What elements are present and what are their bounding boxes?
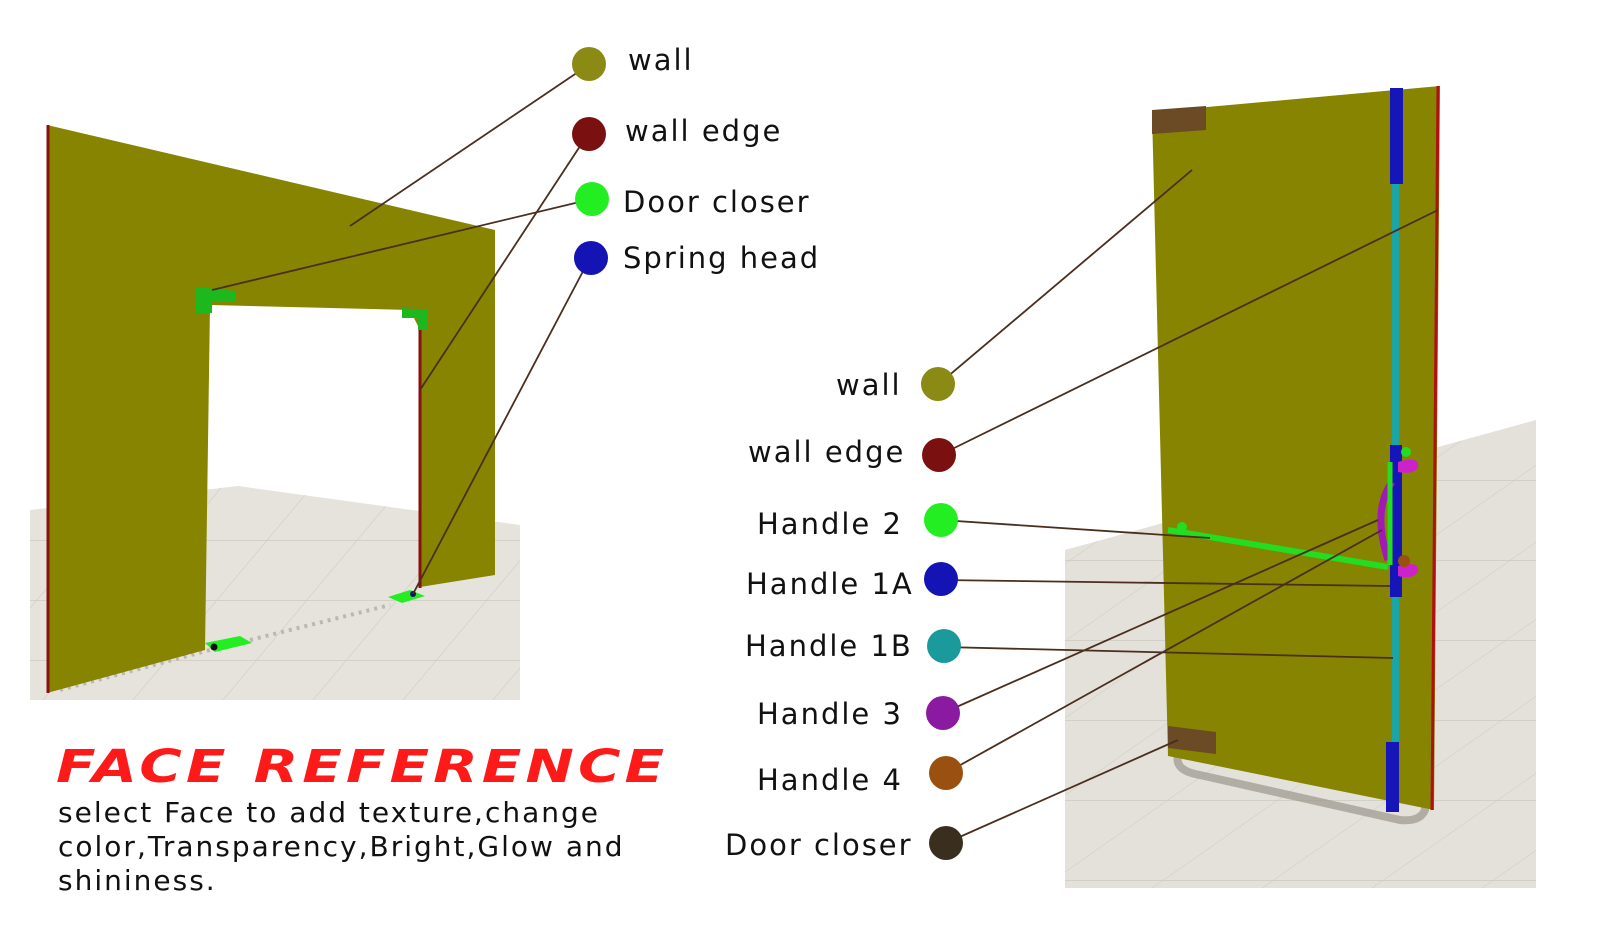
r-legend-label-handle-3: Handle 3 — [757, 697, 903, 731]
leader-r-handle-1a — [940, 579, 1391, 587]
right-leader-lines — [939, 169, 1439, 844]
handle-2-bar — [1167, 527, 1389, 570]
r-legend-dot-handle-1b — [927, 629, 961, 663]
r-legend-dot-handle-1a — [924, 562, 958, 596]
left-wall-face — [47, 125, 495, 693]
leader-r-handle-4 — [945, 529, 1383, 774]
r-legend-label-handle-1a: Handle 1A — [746, 567, 914, 601]
r-legend-dot-wall-edge — [922, 438, 956, 472]
leader-r-handle-3 — [942, 519, 1379, 714]
handle-2-end — [1177, 522, 1187, 532]
leader-r-wall-edge — [939, 209, 1439, 456]
leader-door-closer — [211, 198, 593, 291]
handle-3-grip-top — [1398, 459, 1419, 473]
r-legend-dot-wall — [921, 367, 955, 401]
right-door-edge — [1430, 85, 1440, 811]
door-closer-top-right — [402, 308, 428, 330]
floor-shadow — [59, 603, 391, 692]
r-legend-label-wall-edge: wall edge — [748, 435, 906, 469]
legend-label-spring-head: Spring head — [623, 241, 821, 275]
legend-dot-door-closer — [575, 182, 609, 216]
handle-4-knob — [1398, 555, 1410, 567]
right-door-face — [1152, 86, 1440, 810]
leader-r-wall — [939, 169, 1193, 384]
r-legend-dot-handle-4 — [929, 756, 963, 790]
spring-head-bottom — [1386, 742, 1399, 812]
face-reference-description: select Face to add texture,change color,… — [58, 796, 625, 897]
r-legend-label-door-closer: Door closer — [725, 828, 913, 862]
leader-r-handle-2 — [940, 519, 1211, 539]
door-floor-shadow — [1173, 748, 1429, 825]
legend-label-wall-edge: wall edge — [625, 114, 783, 148]
r-legend-label-handle-1b: Handle 1B — [745, 629, 913, 663]
door-closer-top — [1152, 106, 1206, 134]
right-door-model — [1065, 85, 1536, 888]
leader-wall-edge — [419, 133, 589, 391]
legend-dot-wall-edge — [572, 117, 606, 151]
handle-3-grip-bottom — [1398, 564, 1419, 578]
handle-2-top — [1401, 447, 1411, 457]
leader-wall — [349, 63, 591, 227]
legend-dot-spring-head — [574, 241, 608, 275]
r-legend-label-wall: wall — [836, 368, 902, 402]
leader-r-door-closer — [945, 739, 1179, 844]
spring-head-left — [210, 643, 218, 651]
legend-label-wall: wall — [628, 43, 694, 77]
legend-label-door-closer: Door closer — [623, 185, 811, 219]
leader-spring-head — [412, 257, 591, 595]
r-legend-label-handle-2: Handle 2 — [757, 507, 903, 541]
r-legend-dot-handle-2 — [924, 503, 958, 537]
left-wall-model — [30, 125, 520, 700]
door-closer-bottom — [1168, 726, 1216, 754]
leader-r-handle-1b — [943, 646, 1394, 659]
r-legend-dot-door-closer — [929, 826, 963, 860]
r-legend-label-handle-4: Handle 4 — [757, 763, 903, 797]
face-reference-title: FACE REFERENCE — [56, 740, 669, 794]
legend-dot-wall — [572, 47, 606, 81]
door-closer-top-left — [196, 287, 236, 313]
left-leader-lines — [211, 63, 593, 595]
r-legend-dot-handle-3 — [926, 696, 960, 730]
spring-head-top — [1390, 88, 1403, 184]
